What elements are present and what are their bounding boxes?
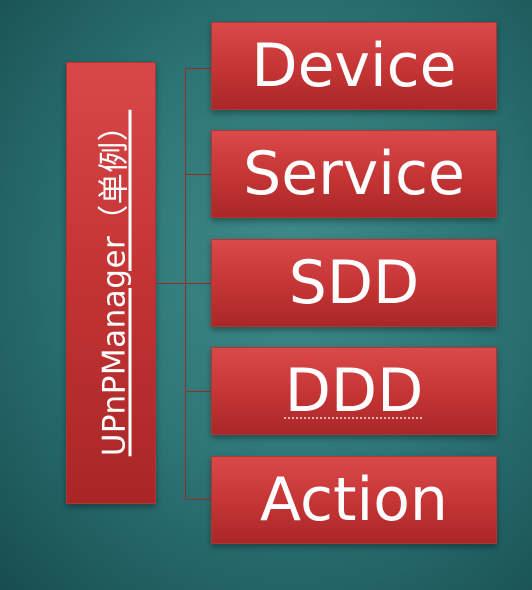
child-node-action: Action — [211, 456, 497, 544]
child-node-label: Service — [243, 139, 465, 209]
child-node-service: Service — [211, 130, 497, 218]
connector-to-sdd — [185, 283, 211, 284]
connector-root-horizontal — [156, 283, 186, 284]
child-node-ddd: DDD — [211, 347, 497, 435]
child-node-label: DDD — [284, 356, 424, 426]
child-node-device: Device — [211, 22, 497, 110]
connector-to-device — [185, 68, 211, 69]
child-node-label: Action — [260, 465, 448, 535]
root-node-upnpmanager: UPnPManager（单例） — [66, 62, 156, 504]
connector-to-ddd — [185, 391, 211, 392]
child-node-label: SDD — [288, 248, 420, 318]
child-node-sdd: SDD — [211, 239, 497, 327]
connector-to-service — [185, 174, 211, 175]
root-node-label: UPnPManager（单例） — [96, 109, 133, 457]
connector-to-action — [185, 499, 211, 500]
child-node-label: Device — [251, 31, 457, 101]
